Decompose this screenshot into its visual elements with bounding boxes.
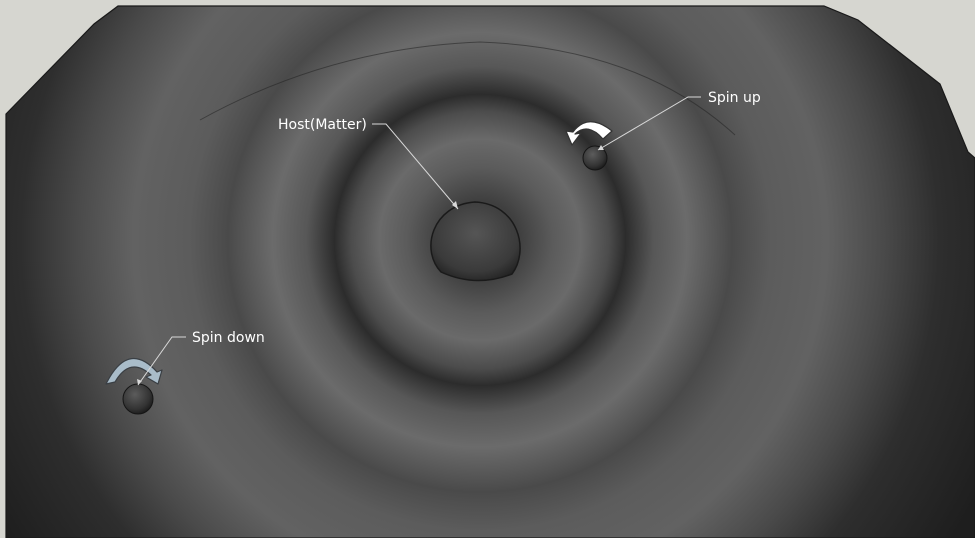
- host-matter-label: Host(Matter): [278, 117, 367, 133]
- spin-up-label-leader: [597, 96, 701, 151]
- host-matter-hole: [430, 201, 521, 282]
- spin-up-particle: [582, 145, 608, 171]
- spin-down-label-leader: [137, 336, 186, 386]
- outer-ridge-line: [199, 41, 736, 136]
- spin-down-label: Spin down: [192, 330, 265, 346]
- curved-arrow-counterclockwise-icon: [565, 121, 613, 146]
- spin-up-label: Spin up: [708, 90, 761, 106]
- spin-down-particle: [122, 383, 154, 415]
- host-label-leader: [372, 123, 459, 210]
- curved-arrow-clockwise-icon: [105, 357, 163, 385]
